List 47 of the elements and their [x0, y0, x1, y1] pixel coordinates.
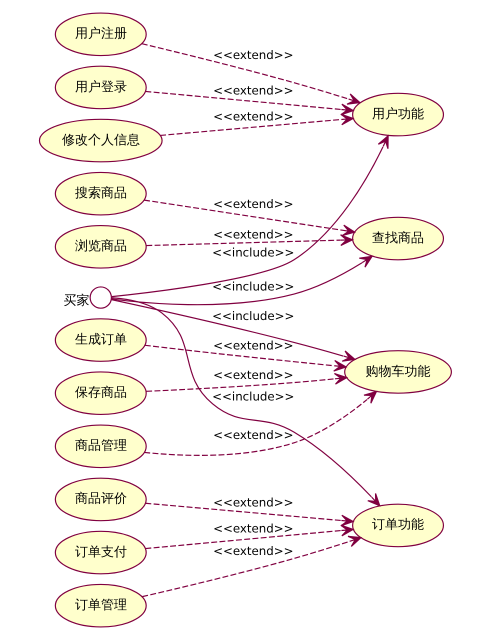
node-ellipse: 商品评价: [54, 478, 146, 522]
edge-label: <<extend>>: [212, 228, 294, 242]
edge-label: <<extend>>: [212, 196, 294, 211]
node-circle: [89, 286, 112, 309]
edge-label: <<extend>>: [212, 338, 294, 353]
arrow: [160, 114, 354, 136]
node-ellipse: 保存商品: [54, 371, 146, 416]
arrow: [144, 344, 346, 372]
arrow: [111, 135, 388, 298]
edge-label: <<extend>>: [212, 521, 294, 536]
edge-label: <<extend>>: [212, 48, 294, 62]
node-ellipse: 订单功能: [352, 504, 444, 548]
node-ellipse: 商品管理: [54, 424, 146, 468]
node-ellipse: 用户功能: [352, 92, 444, 136]
arrow: [110, 297, 380, 506]
node-ellipse: 订单管理: [54, 584, 146, 628]
edge-label: <<extend>>: [212, 496, 294, 510]
edge-label: <<extend>>: [212, 368, 294, 382]
node-ellipse: 修改个人信息: [38, 118, 162, 162]
arrow: [144, 502, 354, 526]
node-ellipse: 生成订单: [54, 318, 146, 362]
edge-label: <<include>>: [212, 309, 294, 323]
edge-label: <<include>>: [212, 389, 294, 404]
node-ellipse: 浏览商品: [54, 224, 146, 269]
edge-label: <<include>>: [212, 245, 294, 260]
edge-label: <<include>>: [212, 279, 294, 294]
edge-label: <<extend>>: [212, 84, 294, 98]
edge-label: <<extend>>: [212, 428, 294, 442]
node-ellipse: 用户注册: [54, 12, 146, 56]
arrow: [141, 43, 360, 105]
node-ellipse: 订单支付: [54, 530, 146, 574]
node-ellipse: 购物车功能: [344, 350, 452, 394]
edge-label: <<extend>>: [212, 544, 294, 558]
arrow: [144, 90, 354, 116]
arrow: [110, 299, 356, 362]
arrow: [110, 256, 372, 306]
arrow: [146, 372, 347, 392]
arrow: [146, 234, 353, 246]
arrow: [142, 536, 361, 598]
arrow: [144, 200, 355, 236]
edge-label: <<extend>>: [212, 109, 294, 124]
arrow: [144, 390, 376, 456]
arrow: [144, 524, 354, 550]
node-label: 买家: [63, 293, 90, 308]
node-ellipse: 查找商品: [352, 216, 444, 260]
node-ellipse: 用户登录: [54, 66, 146, 110]
node-ellipse: 搜索商品: [54, 172, 146, 216]
